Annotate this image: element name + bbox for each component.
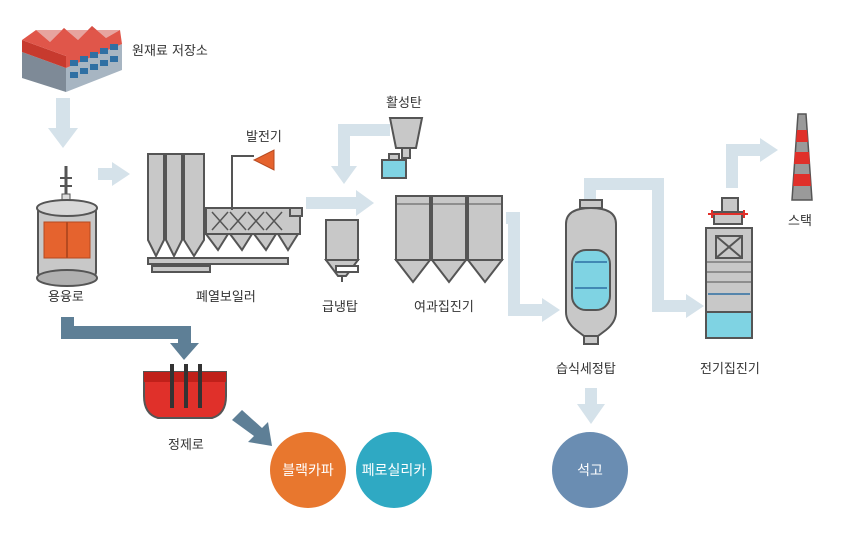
gypsum-label: 석고 xyxy=(577,463,603,479)
ferro-silica-label: 페로실리카 xyxy=(361,463,427,479)
generator-icon xyxy=(252,149,275,171)
bag-filter-label: 여과집진기 xyxy=(414,300,474,315)
gypsum-circle: 석고 xyxy=(552,432,628,508)
raw-material-storage-label: 원재료 저장소 xyxy=(132,44,208,59)
black-copper-label: 블랙카파 xyxy=(282,463,334,479)
product-arrows xyxy=(61,317,272,446)
quench-tower-label: 급냉탑 xyxy=(322,300,358,315)
waste-heat-boiler-label: 폐열보일러 xyxy=(196,290,256,305)
wet-scrubber-label: 습식세정탑 xyxy=(556,362,616,377)
stack-icon xyxy=(791,113,813,201)
activated-carbon-icon xyxy=(381,117,424,179)
stack-label: 스택 xyxy=(788,214,812,229)
melting-furnace-icon xyxy=(36,166,98,287)
flow-arrows xyxy=(48,98,778,424)
black-copper-circle: 블랙카파 xyxy=(270,432,346,508)
generator-label: 발전기 xyxy=(246,130,282,145)
quench-tower-icon xyxy=(324,219,360,282)
electrostatic-precipitator-label: 전기집진기 xyxy=(700,362,760,377)
refining-furnace-icon xyxy=(143,364,227,419)
ferro-silica-circle: 페로실리카 xyxy=(356,432,432,508)
activated-carbon-label: 활성탄 xyxy=(386,96,422,111)
melting-furnace-label: 용융로 xyxy=(48,290,84,305)
waste-heat-boiler-icon xyxy=(147,153,303,273)
factory-icon xyxy=(22,26,122,92)
bag-filter-icon xyxy=(393,195,505,284)
wet-scrubber-icon xyxy=(565,199,617,345)
electrostatic-precipitator-icon xyxy=(705,197,753,339)
refining-furnace-label: 정제로 xyxy=(168,438,204,453)
